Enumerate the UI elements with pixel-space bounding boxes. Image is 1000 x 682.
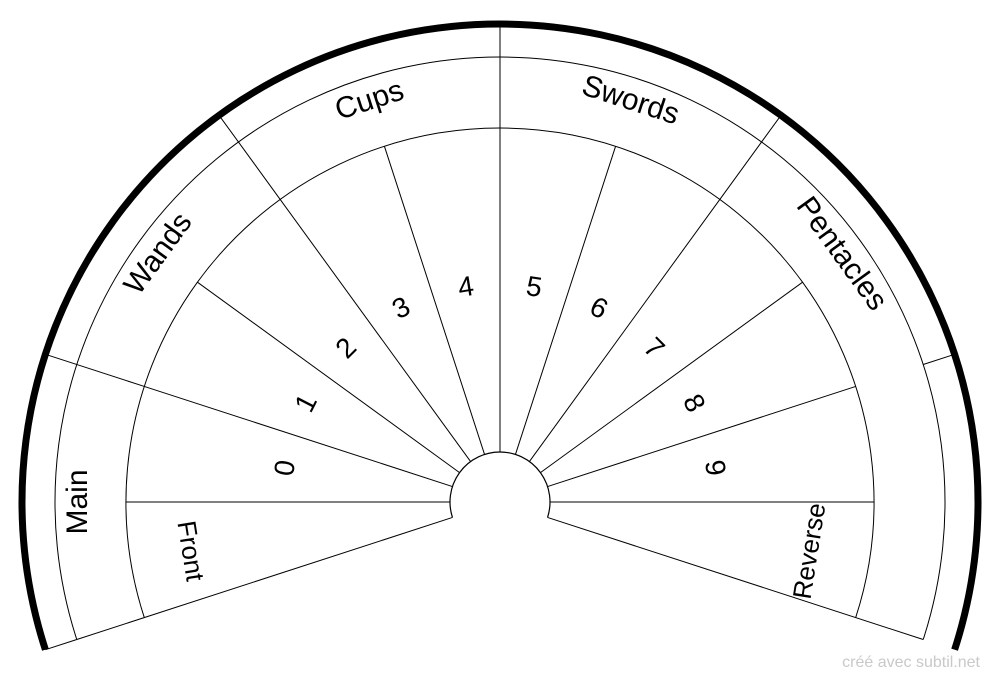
inner-divider-line [547, 516, 924, 640]
outer-divider-line [218, 114, 281, 200]
outer-label-cups: Cups [331, 74, 408, 127]
inner-divider-line [528, 199, 721, 462]
sector-label-3: 3 [387, 290, 415, 325]
outer-divider-line [45, 639, 77, 651]
inner-divider-line [144, 385, 453, 488]
side-label-reverse: Reverse [787, 501, 832, 601]
inner-divider-line [514, 146, 617, 455]
inner-divider-line [76, 516, 453, 640]
sector-label-0: 0 [268, 458, 301, 478]
outer-label-swords: Swords [578, 69, 683, 131]
sector-label-6: 6 [585, 290, 613, 325]
outer-divider-line [923, 353, 955, 365]
sector-label-8: 8 [677, 389, 712, 417]
outer-divider-line [719, 114, 782, 200]
sector-label-4: 4 [456, 270, 476, 303]
outer-label-main: Main [61, 469, 94, 534]
inner-divider-line [279, 199, 472, 462]
side-label-front: Front [171, 519, 210, 584]
outer-label-wands: Wands [118, 207, 199, 301]
sector-label-7: 7 [638, 331, 671, 364]
credit-text: créé avec subtil.net [842, 654, 980, 671]
inner-divider-line [383, 146, 486, 455]
inner-divider-line [197, 281, 460, 474]
sector-label-5: 5 [524, 270, 544, 303]
center-hub-arc [449, 451, 551, 518]
sector-label-9: 9 [699, 458, 732, 478]
sector-label-1: 1 [288, 389, 323, 417]
outer-divider-line [45, 353, 145, 387]
inner-divider-line [540, 281, 803, 474]
sector-label-2: 2 [329, 331, 362, 364]
inner-divider-line [547, 385, 856, 488]
